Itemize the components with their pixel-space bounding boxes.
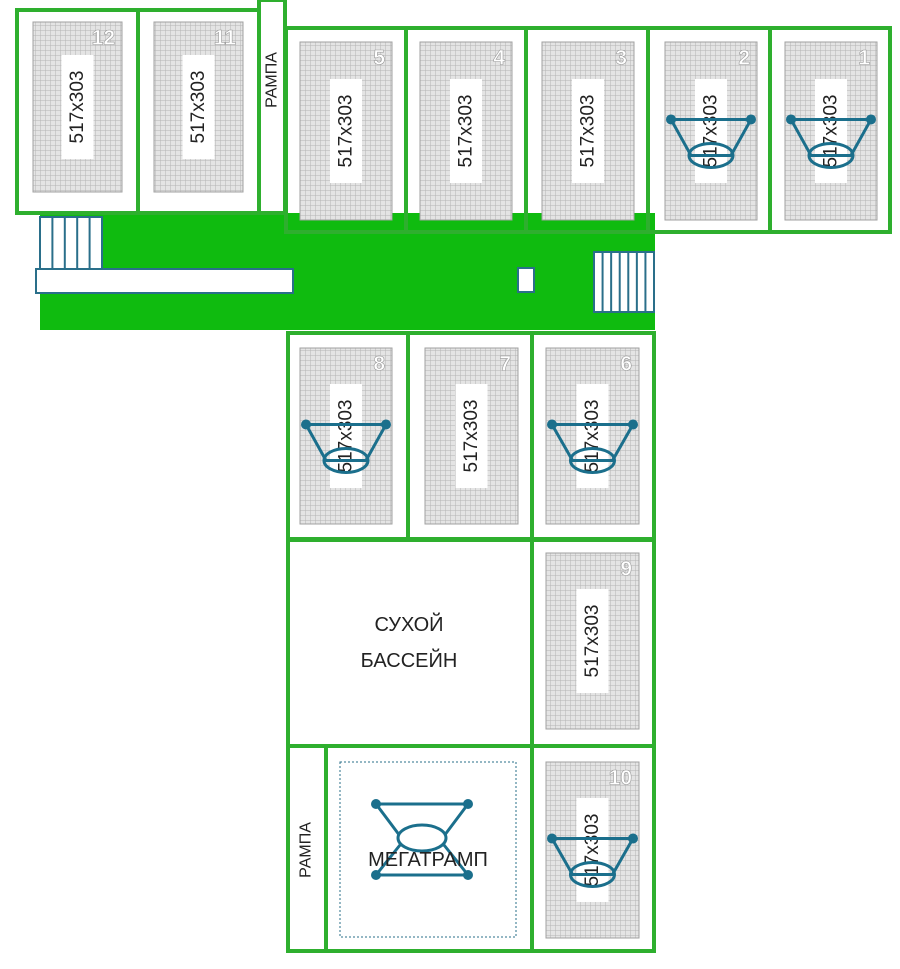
trampoline-number: 10 [609,766,632,789]
ramp-top-label: РАМПА [264,52,281,108]
size-label-bg [572,79,604,183]
stairs-frame [593,251,655,313]
trampoline-number: 8 [373,352,385,375]
trampoline-number: 5 [373,46,385,69]
corridor-post [517,267,535,293]
ramp-bottom-label: РАМПА [298,822,315,878]
trampoline-number: 7 [499,352,511,375]
trampoline-size: 517x303 [188,71,209,144]
basketball-hoop-icon [301,419,391,474]
zone-frames [15,0,892,953]
size-label-bg [330,79,362,183]
basketball-hoop-icon [786,114,876,169]
trampoline-size: 517x303 [701,95,722,168]
trampoline-size: 517x303 [582,605,603,678]
trampoline-number: 11 [214,26,237,49]
size-label-bg [455,384,488,488]
trampoline-size: 517x303 [461,400,482,473]
zone-frame [768,26,892,234]
size-label-bg [61,55,94,159]
trampoline-12: 517x303 12 [32,21,123,193]
trampoline-number: 9 [620,557,632,580]
trampoline-number: 2 [738,46,750,69]
trampoline-5: 517x303 5 [299,41,393,221]
basketball-hoop-icon [547,419,638,474]
size-label-bg [576,589,609,693]
stairs-frame [39,216,103,270]
trampoline-7: 517x303 7 [424,347,519,525]
trampoline-number: 3 [615,46,627,69]
trampoline-3: 517x303 3 [541,41,635,221]
trampoline-1: 517x303 1 [784,41,878,221]
trampoline-number: 1 [858,46,870,69]
trampoline-zones: 517x30312517x30311517x3035517x3034517x30… [32,21,878,939]
trampoline-size: 517x303 [456,95,477,168]
dry-pool-label-line2: БАССЕЙН [361,648,458,672]
trampoline-size: 517x303 [821,95,842,168]
trampoline-size: 517x303 [582,814,603,887]
trampoline-size: 517x303 [336,95,357,168]
trampoline-number: 4 [493,46,505,69]
trampoline-4: 517x303 4 [419,41,513,221]
basketball-hoop-icon [666,114,756,169]
size-label-bg [450,79,482,183]
trampoline-10: 517x303 10 [545,761,640,939]
trampoline-8: 517x303 8 [299,347,393,525]
trampoline-11: 517x303 11 [153,21,244,193]
zone-frame [530,744,656,953]
trampoline-6: 517x303 6 [545,347,640,525]
trampoline-number: 12 [92,26,115,49]
zone-frame [286,538,534,748]
trampoline-number: 6 [620,352,632,375]
size-label-bg [182,55,215,159]
stairs-right [593,251,655,313]
trampoline-size: 517x303 [582,400,603,473]
stairs-left [39,216,103,270]
trampoline-2: 517x303 2 [664,41,758,221]
megatramp-hoop-icon [371,799,473,880]
megatramp-label: МЕГАТРАМП [368,849,488,871]
trampoline-size: 517x303 [578,95,599,168]
bench [35,268,294,294]
basketball-hoop-icon [547,833,638,888]
trampoline-size: 517x303 [67,71,88,144]
trampoline-9: 517x303 9 [545,552,640,730]
trampoline-size: 517x303 [336,400,357,473]
dry-pool-label-line1: СУХОЙ [374,612,443,636]
corridor-strip [40,300,288,330]
